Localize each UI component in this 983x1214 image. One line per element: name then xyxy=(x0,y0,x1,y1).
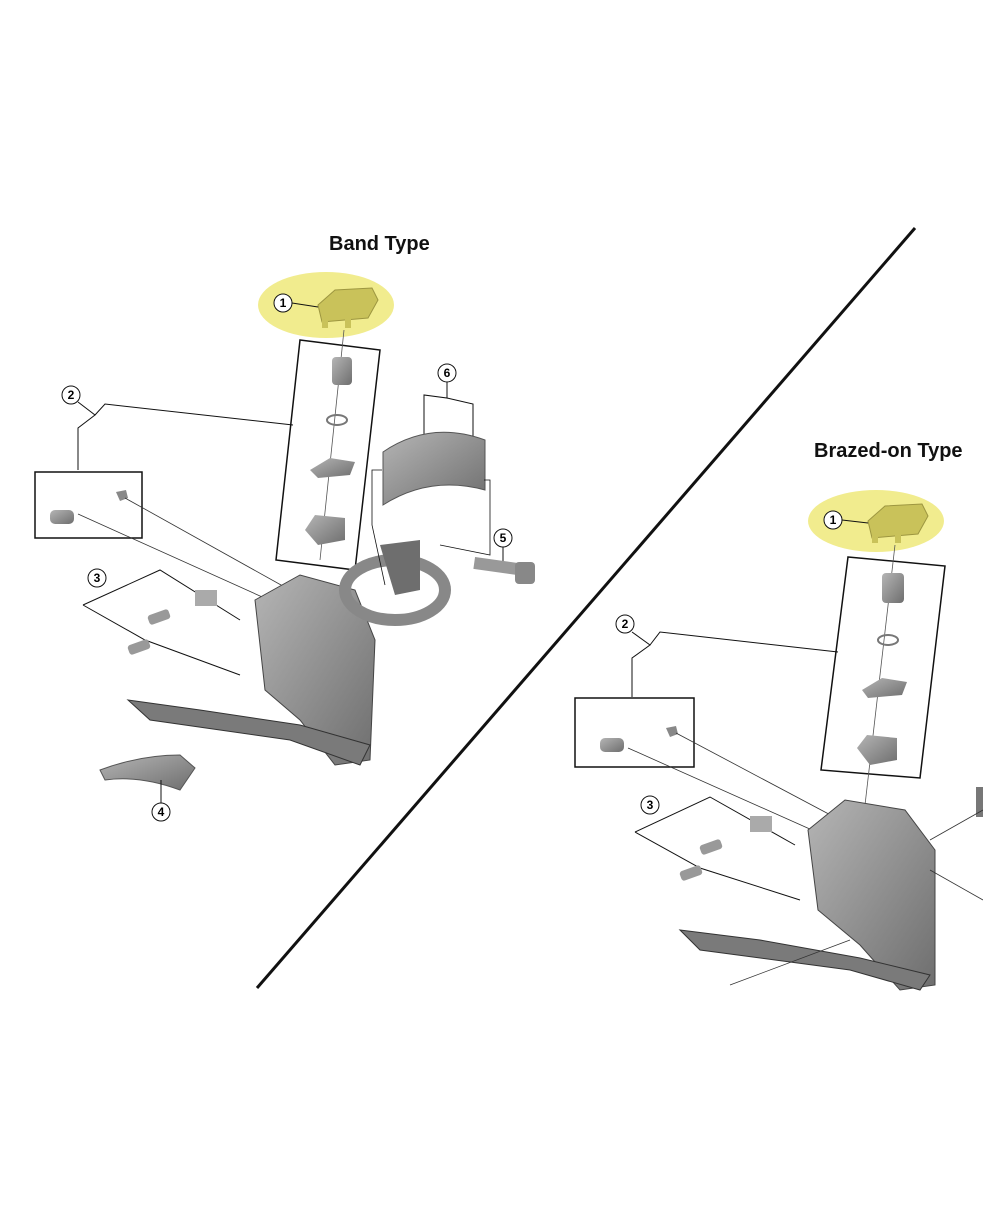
callout-3-brazed-label: 3 xyxy=(647,798,654,812)
callout-2-brazed-label: 2 xyxy=(622,617,629,631)
band-type-group: 1 2 3 4 xyxy=(34,272,535,822)
callout-1-label: 1 xyxy=(280,296,287,310)
callout-4-label: 4 xyxy=(158,805,165,819)
brazed-on-type-title: Brazed-on Type xyxy=(814,440,963,462)
callout-1 xyxy=(273,293,293,313)
divider-line xyxy=(255,227,917,989)
callout-2-label: 2 xyxy=(68,388,75,402)
callout-3-label: 3 xyxy=(94,571,101,585)
part-1-cover xyxy=(317,287,379,328)
band-type-title: Band Type xyxy=(329,233,430,255)
brazed-on-type-group: 1 2 3 xyxy=(574,490,983,991)
callout-1-brazed-label: 1 xyxy=(830,513,837,527)
callout-5-label: 5 xyxy=(500,531,507,545)
callout-6-label: 6 xyxy=(444,366,451,380)
